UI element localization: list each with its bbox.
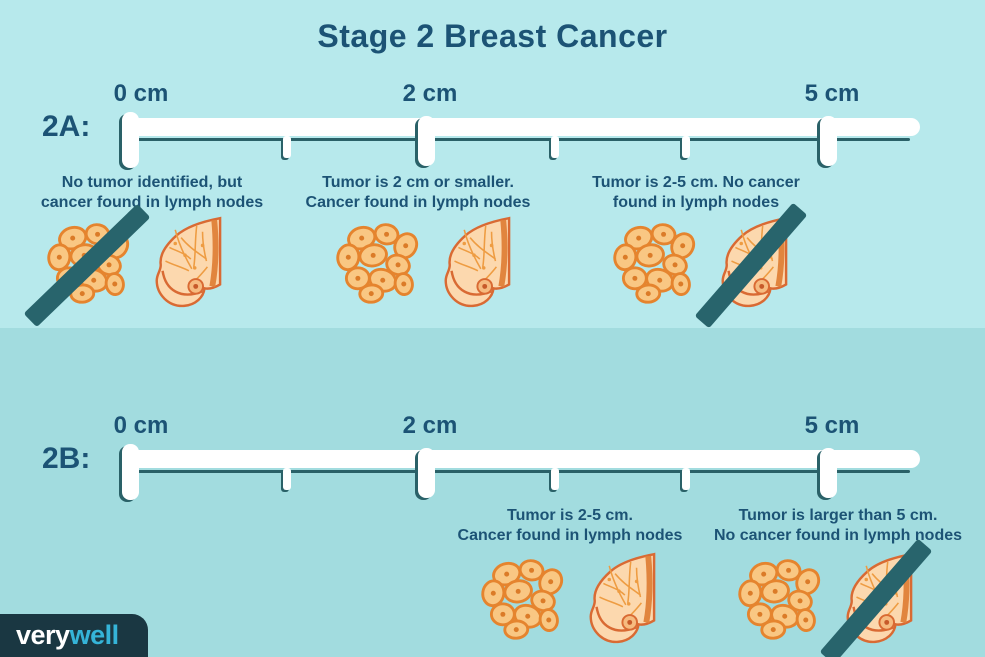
- ruler-bar: [122, 450, 920, 468]
- logo-text-well: well: [69, 620, 120, 650]
- ruler-bar-shadow: [138, 138, 910, 141]
- caption-2a-item-3: Tumor is 2-5 cm. No cancer found in lymp…: [566, 173, 826, 213]
- ruler-2a-label-2cm: 2 cm: [402, 80, 458, 107]
- breast-lymph-nodes-icon: [580, 552, 658, 650]
- breast-lymph-nodes-icon: [819, 538, 933, 657]
- infographic-title: Stage 2 Breast Cancer: [317, 18, 668, 54]
- caption-2b-item-2: Tumor is larger than 5 cm. No cancer fou…: [708, 506, 968, 546]
- illustration-2b-item-2: [735, 538, 933, 657]
- ruler-bar-shadow: [138, 470, 910, 473]
- ruler-tick-3cm: [551, 136, 559, 158]
- ruler-2a: [122, 112, 920, 174]
- ruler-2a-label-0cm: 0 cm: [113, 80, 169, 107]
- caption-line: Cancer found in lymph nodes: [457, 527, 683, 544]
- caption-line: No tumor identified, but: [61, 174, 243, 191]
- ruler-tick-2cm: [418, 116, 435, 166]
- caption-2a-item-1: No tumor identified, but cancer found in…: [22, 173, 282, 213]
- ruler-2b-label-2cm: 2 cm: [402, 412, 458, 439]
- caption-line: Tumor is 2 cm or smaller.: [322, 174, 514, 191]
- caption-line: Tumor is 2-5 cm.: [507, 507, 633, 524]
- caption-line: Cancer found in lymph nodes: [305, 194, 531, 211]
- illustration-2a-item-3: [610, 202, 808, 329]
- ruler-tick-4cm: [682, 136, 690, 158]
- tumor-cluster-icon: [333, 220, 421, 311]
- ruler-tick-5cm: [820, 116, 837, 166]
- ruler-tick-0cm: [122, 112, 139, 168]
- ruler-2b-label-5cm: 5 cm: [804, 412, 860, 439]
- ruler-tick-4cm: [682, 468, 690, 490]
- ruler-tick-5cm: [820, 448, 837, 498]
- tumor-cluster-icon: [23, 203, 151, 327]
- breast-lymph-nodes-icon: [435, 216, 513, 314]
- illustration-2a-item-1: [23, 203, 224, 327]
- caption-line: Tumor is 2-5 cm. No cancer: [592, 174, 800, 191]
- caption-line: cancer found in lymph nodes: [40, 194, 264, 211]
- breast-lymph-nodes-icon: [146, 216, 224, 314]
- breast-lymph-nodes-icon: [694, 202, 808, 329]
- caption-2a-item-2: Tumor is 2 cm or smaller. Cancer found i…: [288, 173, 548, 213]
- section-2b-label: 2B:: [42, 442, 91, 475]
- caption-2b-item-1: Tumor is 2-5 cm. Cancer found in lymph n…: [440, 506, 700, 546]
- ruler-2a-label-5cm: 5 cm: [804, 80, 860, 107]
- ruler-tick-2cm: [418, 448, 435, 498]
- ruler-tick-0cm: [122, 444, 139, 500]
- caption-line: Tumor is larger than 5 cm.: [738, 507, 938, 524]
- ruler-2b-label-0cm: 0 cm: [113, 412, 169, 439]
- ruler-2b: [122, 444, 920, 506]
- logo-text-very: very: [16, 620, 70, 650]
- ruler-tick-1cm: [283, 468, 291, 490]
- tumor-cluster-icon: [735, 556, 823, 647]
- ruler-tick-1cm: [283, 136, 291, 158]
- illustration-2a-item-2: [333, 216, 513, 314]
- section-2a-label: 2A:: [42, 110, 91, 143]
- tumor-cluster-icon: [478, 556, 566, 647]
- tumor-cluster-icon: [610, 220, 698, 311]
- illustration-2b-item-1: [478, 552, 658, 650]
- caption-line: No cancer found in lymph nodes: [713, 527, 963, 544]
- caption-line: found in lymph nodes: [612, 194, 780, 211]
- ruler-tick-3cm: [551, 468, 559, 490]
- ruler-bar: [122, 118, 920, 136]
